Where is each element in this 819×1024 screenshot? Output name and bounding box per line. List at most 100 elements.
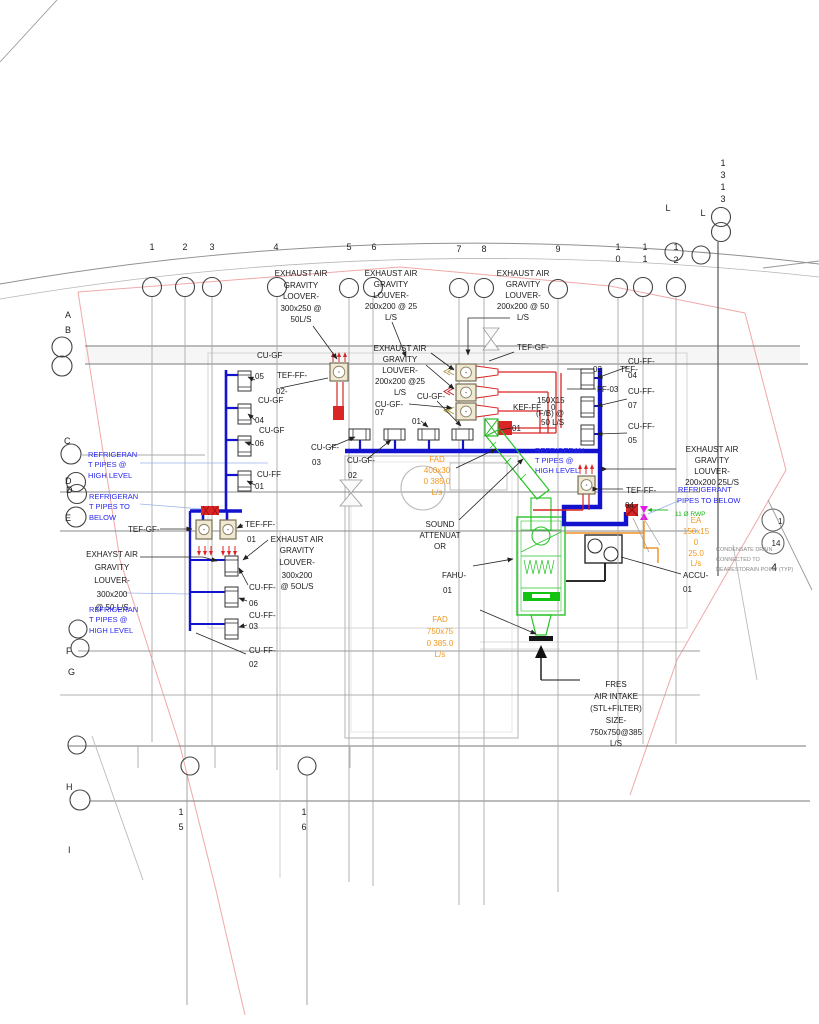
red-fittings	[197, 551, 201, 556]
grid-row: E	[65, 513, 71, 523]
label: 0	[551, 403, 556, 412]
label: CU-FF-	[249, 583, 276, 592]
leader	[238, 567, 249, 586]
intake-funnel	[530, 614, 552, 636]
leader	[455, 448, 497, 469]
grid-bubble	[338, 277, 360, 299]
label: 01	[443, 586, 452, 595]
note-blue: REFRIGERAN	[88, 450, 137, 459]
boundary-pink	[77, 266, 746, 314]
label: EXHAUST AIR	[275, 269, 328, 278]
leader	[312, 325, 338, 360]
grid-bubble	[473, 277, 495, 299]
leader	[632, 517, 650, 553]
grid-col: 3	[209, 242, 214, 252]
label: 50L/S	[291, 315, 312, 324]
note-blue: T PIPES @	[88, 460, 126, 469]
label: TEF-	[620, 365, 638, 374]
grid-bubble	[141, 276, 163, 298]
pipe-fitting-vertical	[237, 470, 252, 492]
label: LOUVER-	[94, 576, 130, 585]
grid-bubble	[297, 756, 317, 776]
note-blue: PIPES TO BELOW	[677, 496, 741, 505]
grid-col: 6	[371, 242, 376, 252]
pipe-fitting-vertical	[237, 435, 252, 457]
label: 01	[247, 535, 256, 544]
leader	[242, 539, 269, 561]
label: 200x200 @ 25	[365, 302, 418, 311]
label: EXHAUST AIR	[686, 445, 739, 454]
grid-row: D	[66, 485, 73, 495]
grid-col: 6	[301, 822, 306, 832]
label: CU-GF	[258, 396, 283, 405]
leader	[366, 439, 392, 460]
label: 01	[683, 585, 692, 594]
grid-col: 1	[178, 807, 183, 817]
note: CONDENSATE DRAIN	[716, 547, 772, 553]
red-fittings	[233, 551, 237, 556]
label: @ 50 L/S	[95, 603, 128, 612]
label: 300x200	[282, 571, 313, 580]
label: SIZE-	[606, 716, 627, 725]
leader	[408, 403, 453, 410]
label: 300x250 @	[280, 304, 321, 313]
pipe-fitting-vertical	[224, 555, 239, 577]
grid-col: 4	[273, 242, 278, 252]
label: TEF-FF-	[626, 486, 657, 495]
label: FRES	[605, 680, 626, 689]
label: @ 5OL/S	[280, 582, 313, 591]
fan-cone	[475, 404, 499, 418]
red-fittings	[343, 352, 347, 357]
grid-col: 0	[615, 254, 620, 264]
note-orange: 25.0	[688, 549, 704, 558]
label: (STL+FILTER)	[590, 704, 642, 713]
wall-section-marker	[339, 479, 363, 494]
note-orange: 750x75	[427, 627, 454, 636]
label: CU-FF-	[628, 357, 655, 366]
leader-blue-thin	[647, 500, 679, 515]
leader	[499, 427, 512, 431]
leader	[436, 400, 462, 427]
label: L/S	[610, 739, 622, 748]
grid-col: 2	[182, 242, 187, 252]
label: CU-FF-	[249, 611, 276, 620]
leader	[596, 431, 628, 437]
refrigerant-pipe	[561, 504, 629, 527]
grid-bubble	[761, 508, 785, 532]
grid-col: 3	[720, 170, 725, 180]
label: 04	[625, 501, 634, 510]
label: LOUVER-	[505, 291, 541, 300]
fan-unit	[455, 383, 477, 402]
label: LOUVER-	[382, 366, 418, 375]
boundary-pink	[77, 291, 246, 1016]
grid-bubble	[607, 277, 629, 299]
grid-bubble	[174, 276, 196, 298]
note-blue: REFRIGERAN	[535, 446, 584, 455]
pipe-fitting-vertical	[224, 586, 239, 608]
label: 150X15	[537, 396, 565, 405]
grid-row: D	[65, 476, 72, 486]
red-fittings	[221, 551, 225, 556]
grid-col: L	[665, 203, 670, 213]
fan-unit	[577, 475, 596, 495]
label: L/S	[385, 313, 397, 322]
label: 03	[312, 458, 321, 467]
exhaust-pipe-red	[202, 505, 219, 516]
grid-bubble	[761, 531, 785, 555]
note-orange: 0 385.0	[424, 477, 451, 486]
leader	[238, 623, 248, 629]
pipe-fitting-vertical	[224, 618, 239, 640]
grid-bubble	[69, 789, 91, 811]
label: GRAVITY	[280, 546, 315, 555]
structure-line	[0, 0, 58, 63]
label: AIR INTAKE	[594, 692, 638, 701]
label: EXHAYST AIR	[86, 550, 138, 559]
pipe-fitting-horizontal	[383, 428, 406, 441]
grid-bubble	[691, 245, 711, 265]
red-fittings	[578, 464, 582, 469]
grid-bubble	[362, 276, 384, 298]
note-orange: L/s	[432, 488, 443, 497]
grid-col: 1	[615, 242, 620, 252]
leader	[420, 420, 429, 428]
grid-col: 1	[720, 158, 725, 168]
